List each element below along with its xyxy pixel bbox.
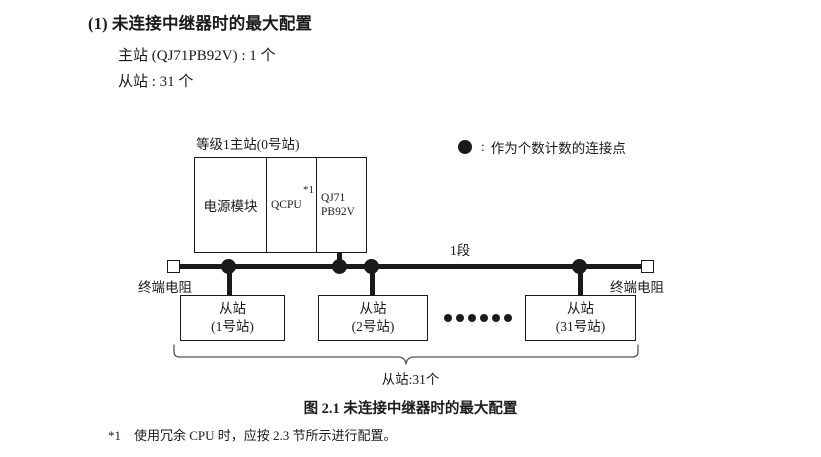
- ellipsis-dot: [444, 314, 452, 322]
- bus-trunk-line: [176, 264, 646, 269]
- slave-station-2: 从站 (2号站): [318, 295, 428, 341]
- slave-group-caption-wrap: 从站:31个: [0, 368, 821, 388]
- slave-station-2-number: (2号站): [351, 319, 395, 334]
- slave-station-1: 从站 (1号站): [180, 295, 285, 341]
- slave-drop-line-1: [227, 266, 232, 295]
- slave-station-31-label: 从站: [567, 301, 594, 317]
- network-module-label-line2: PB92V: [321, 206, 355, 218]
- slave-drop-line-2: [370, 266, 375, 295]
- filled-circle-icon: [458, 140, 472, 154]
- figure-caption: 图 2.1 未连接中继器时的最大配置: [303, 401, 518, 417]
- slave-station-31-number: (31号站): [555, 319, 606, 334]
- master-plc-rack: 电源模块 QCPU *1 QJ71 PB92V: [194, 157, 367, 253]
- slave-station-31: 从站 (31号站): [525, 295, 636, 341]
- ellipsis-dot: [492, 314, 500, 322]
- legend: : 作为个数计数的连接点: [458, 137, 626, 157]
- terminating-resistor-right-label: 终端电阻: [610, 280, 664, 295]
- spec-master-count: 主站 (QJ71PB92V) : 1 个: [118, 48, 276, 64]
- slave-station-1-label: 从站: [219, 301, 246, 317]
- ellipsis-dot: [480, 314, 488, 322]
- ellipsis-dot: [456, 314, 464, 322]
- section-number: (1): [88, 14, 108, 33]
- power-supply-module-label: 电源模块: [203, 199, 258, 214]
- spec-slave-count: 从站 : 31 个: [118, 74, 194, 90]
- page-title: (1)未连接中继器时的最大配置: [88, 10, 312, 34]
- footnote-text: 使用冗余 CPU 时，应按 2.3 节所示进行配置。: [134, 428, 397, 443]
- cpu-module-label: QCPU: [271, 199, 302, 211]
- network-module-label-line1: QJ71: [321, 191, 346, 204]
- brace-icon: [173, 344, 639, 365]
- slave-drop-line-31: [578, 266, 583, 295]
- power-supply-module: 电源模块: [195, 158, 267, 252]
- legend-label: 作为个数计数的连接点: [490, 141, 626, 156]
- cpu-module: QCPU *1: [267, 158, 317, 252]
- slave-stations-ellipsis: [444, 310, 512, 326]
- footnote: *1 使用冗余 CPU 时，应按 2.3 节所示进行配置。: [108, 425, 397, 444]
- network-module: QJ71 PB92V: [317, 158, 366, 252]
- terminating-resistor-left-label: 终端电阻: [138, 280, 192, 295]
- ellipsis-dot: [468, 314, 476, 322]
- slave-station-1-number: (1号站): [211, 319, 254, 334]
- ellipsis-dot: [504, 314, 512, 322]
- section-title-text: 未连接中继器时的最大配置: [111, 14, 313, 33]
- connection-point-master: [332, 259, 347, 274]
- slave-group-caption: 从站:31个: [381, 372, 440, 387]
- cpu-footnote-mark: *1: [303, 184, 314, 196]
- footnote-mark: *1: [108, 428, 121, 443]
- legend-colon: :: [481, 139, 485, 154]
- slave-group-brace: [170, 344, 642, 366]
- terminating-resistor-right-icon: [641, 260, 654, 273]
- master-rack-label: 等级1主站(0号站): [196, 137, 300, 152]
- slave-station-2-label: 从站: [359, 301, 387, 317]
- segment-label: 1段: [450, 243, 471, 258]
- terminating-resistor-left-icon: [167, 260, 180, 273]
